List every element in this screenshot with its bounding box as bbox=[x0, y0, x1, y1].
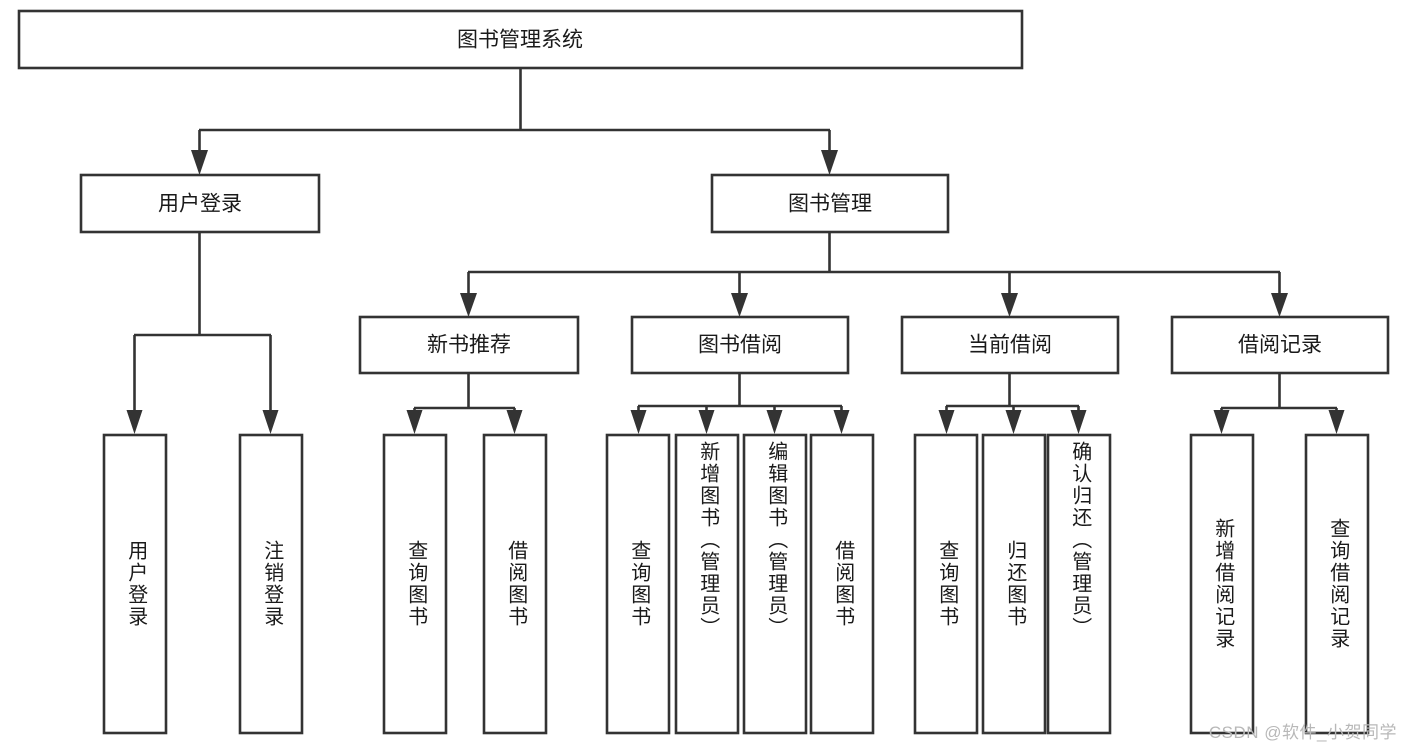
leaf-box-add-record[interactable] bbox=[1189, 433, 1255, 735]
node-borrow-record[interactable]: 借阅记录 bbox=[1170, 315, 1390, 375]
arrow-head-leaf-return-book bbox=[1005, 410, 1022, 434]
arrow-head-leaf-query-book-3 bbox=[938, 410, 955, 434]
connector-group-current-borrow bbox=[938, 373, 1087, 434]
leaf-boxes bbox=[102, 433, 1370, 735]
node-user-login[interactable]: 用户登录 bbox=[79, 173, 321, 234]
arrow-head-leaf-logout-login bbox=[262, 410, 279, 434]
leaf-box-confirm-return[interactable] bbox=[1046, 433, 1112, 735]
watermark: CSDN @软件_小贺同学 bbox=[1208, 723, 1397, 742]
node-current-borrow[interactable]: 当前借阅 bbox=[900, 315, 1120, 375]
arrow-head-new-book-recommend bbox=[460, 293, 477, 317]
leaf-box-query-book-2[interactable] bbox=[605, 433, 671, 735]
arrow-head-leaf-query-book-2 bbox=[630, 410, 647, 434]
node-new-book-recommend-label: 新书推荐 bbox=[427, 334, 511, 357]
node-borrow-record-box[interactable] bbox=[1170, 315, 1390, 375]
arrow-head-leaf-query-record bbox=[1328, 410, 1345, 434]
arrow-head-borrow-record bbox=[1271, 293, 1288, 317]
arrow-head-leaf-add-book bbox=[698, 410, 715, 434]
arrow-head-current-borrow bbox=[1001, 293, 1018, 317]
arrow-head-leaf-user-login bbox=[126, 410, 143, 434]
arrow-head-leaf-edit-book bbox=[766, 410, 783, 434]
leaf-box-edit-book[interactable] bbox=[742, 433, 808, 735]
arrow-head-book-borrow bbox=[731, 293, 748, 317]
connector-group-user-login bbox=[126, 232, 279, 434]
node-root-box[interactable] bbox=[17, 9, 1024, 70]
leaf-box-query-book-3[interactable] bbox=[913, 433, 979, 735]
connector-group-book-borrow bbox=[630, 373, 850, 434]
connector-group-borrow-record bbox=[1213, 373, 1345, 434]
arrow-head-leaf-borrow-book-2 bbox=[833, 410, 850, 434]
leaf-box-borrow-book-2[interactable] bbox=[809, 433, 875, 735]
node-current-borrow-box[interactable] bbox=[900, 315, 1120, 375]
leaf-box-logout-login[interactable] bbox=[238, 433, 304, 735]
node-book-borrow-label: 图书借阅 bbox=[698, 334, 782, 357]
node-new-book-recommend-box[interactable] bbox=[358, 315, 580, 375]
arrow-head-leaf-query-book-1 bbox=[406, 410, 423, 434]
connector-group-root bbox=[191, 68, 838, 175]
connector-group-new-book-recommend bbox=[406, 373, 523, 434]
node-book-manage-box[interactable] bbox=[710, 173, 950, 234]
connector-group-book-manage bbox=[460, 232, 1288, 317]
arrow-head-user-login bbox=[191, 150, 208, 175]
arrow-head-book-manage bbox=[821, 150, 838, 175]
arrow-head-leaf-add-record bbox=[1213, 410, 1230, 434]
arrow-head-leaf-borrow-book-1 bbox=[506, 410, 523, 434]
leaf-box-query-record[interactable] bbox=[1304, 433, 1370, 735]
node-book-borrow[interactable]: 图书借阅 bbox=[630, 315, 850, 375]
node-book-manage[interactable]: 图书管理 bbox=[710, 173, 950, 234]
leaf-box-borrow-book-1[interactable] bbox=[482, 433, 548, 735]
leaf-box-add-book[interactable] bbox=[674, 433, 740, 735]
node-borrow-record-label: 借阅记录 bbox=[1238, 334, 1322, 357]
node-book-borrow-box[interactable] bbox=[630, 315, 850, 375]
node-root[interactable]: 图书管理系统 bbox=[17, 9, 1024, 70]
leaf-box-query-book-1[interactable] bbox=[382, 433, 448, 735]
node-user-login-box[interactable] bbox=[79, 173, 321, 234]
leaf-box-return-book[interactable] bbox=[981, 433, 1047, 735]
leaf-box-user-login[interactable] bbox=[102, 433, 168, 735]
node-current-borrow-label: 当前借阅 bbox=[968, 334, 1052, 357]
node-new-book-recommend[interactable]: 新书推荐 bbox=[358, 315, 580, 375]
node-book-manage-label: 图书管理 bbox=[788, 193, 872, 216]
node-root-label: 图书管理系统 bbox=[457, 29, 583, 52]
arrow-head-leaf-confirm-return bbox=[1070, 410, 1087, 434]
node-user-login-label: 用户登录 bbox=[158, 193, 242, 216]
